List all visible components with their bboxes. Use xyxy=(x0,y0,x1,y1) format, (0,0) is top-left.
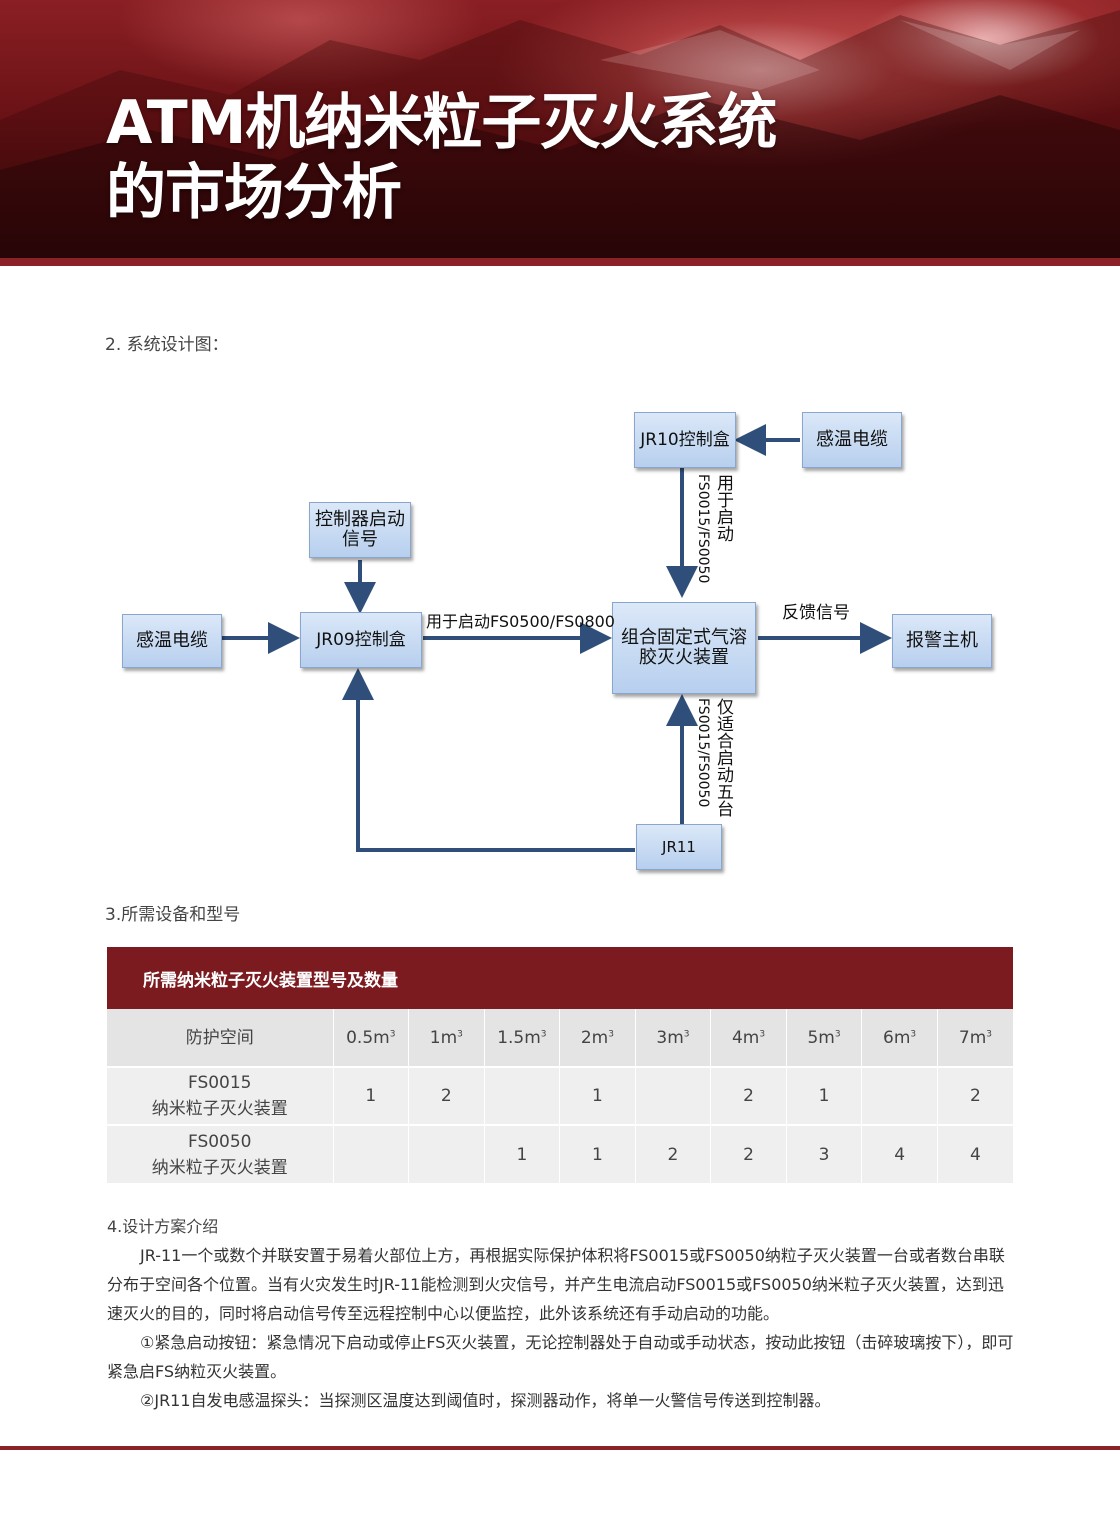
table-cell: 1 xyxy=(559,1124,636,1183)
label-top-start: 用于启动 xyxy=(713,474,733,542)
table-cell xyxy=(634,1066,711,1125)
label-feedback: 反馈信号 xyxy=(782,603,850,623)
jr11-box: JR11 xyxy=(636,824,722,870)
space-cell: 4m3 xyxy=(710,1009,787,1067)
space-cell: 3m3 xyxy=(634,1009,711,1067)
space-cell: 7m3 xyxy=(936,1009,1013,1067)
label-top-models: FS0015/FS0050 xyxy=(695,474,711,584)
table-cell: 2 xyxy=(634,1124,711,1183)
table-cell xyxy=(861,1066,938,1125)
footer-divider xyxy=(0,1446,1120,1450)
temp-cable-top: 感温电缆 xyxy=(802,412,902,468)
space-cell: 6m3 xyxy=(861,1009,938,1067)
table-cell xyxy=(332,1124,409,1183)
space-cell: 5m3 xyxy=(785,1009,862,1067)
label-bottom-start: 仅适合启动五台 xyxy=(713,698,733,817)
space-cell: 1.5m3 xyxy=(483,1009,560,1067)
header-banner: ATM机纳米粒子灭火系统的市场分析 xyxy=(0,0,1120,258)
table-cell: 2 xyxy=(710,1124,787,1183)
section-equipment: 3.所需设备和型号 xyxy=(105,905,241,925)
table-cell xyxy=(483,1066,560,1125)
page-title: ATM机纳米粒子灭火系统的市场分析 xyxy=(106,88,777,228)
table-cell: 3 xyxy=(785,1124,862,1183)
mountain-background xyxy=(0,10,1120,258)
space-cell: 1m3 xyxy=(408,1009,485,1067)
system-diagram: JR10控制盒 感温电缆 控制器启动信号 感温电缆 JR09控制盒 组合固定式气… xyxy=(110,400,1010,880)
header-divider xyxy=(0,258,1120,266)
table-header-row: 防护空间 0.5m3 1m3 1.5m3 2m3 3m3 4m3 5m3 6m3… xyxy=(107,1009,1013,1067)
combo-extinguisher: 组合固定式气溶胶灭火装置 xyxy=(612,602,756,694)
label-bottom-models: FS0015/FS0050 xyxy=(695,698,711,808)
table-cell xyxy=(408,1124,485,1183)
header-protect-space: 防护空间 xyxy=(107,1009,333,1067)
design-intro: 4.设计方案介绍 JR-11一个或数个并联安置于易着火部位上方，再根据实际保护体… xyxy=(107,1212,1017,1415)
table-cell: 1 xyxy=(332,1066,409,1125)
intro-paragraph-2: ①紧急启动按钮：紧急情况下启动或停止FS灭火装置，无论控制器处于自动或手动状态，… xyxy=(107,1333,1014,1381)
model-quantity-table: 防护空间 0.5m3 1m3 1.5m3 2m3 3m3 4m3 5m3 6m3… xyxy=(107,1009,1013,1183)
table-cell: 4 xyxy=(936,1124,1013,1183)
alarm-host: 报警主机 xyxy=(892,614,992,668)
table-cell: 2 xyxy=(408,1066,485,1125)
space-cell: 2m3 xyxy=(559,1009,636,1067)
intro-paragraph-3: ②JR11自发电感温探头：当探测区温度达到阈值时，探测器动作，将单一火警信号传送… xyxy=(140,1391,831,1410)
table-cell: 2 xyxy=(710,1066,787,1125)
table-cell: 1 xyxy=(483,1124,560,1183)
controller-start-signal: 控制器启动信号 xyxy=(309,502,411,558)
table-title: 所需纳米粒子灭火装置型号及数量 xyxy=(107,947,1013,1009)
intro-paragraph-1: JR-11一个或数个并联安置于易着火部位上方，再根据实际保护体积将FS0015或… xyxy=(107,1246,1005,1323)
equipment-table: 所需纳米粒子灭火装置型号及数量 防护空间 0.5m3 1m3 1.5m3 2m3… xyxy=(107,947,1013,1183)
table-cell: 4 xyxy=(861,1124,938,1183)
space-cell: 0.5m3 xyxy=(332,1009,409,1067)
section-intro-title: 4.设计方案介绍 xyxy=(107,1217,219,1236)
section-design-diagram: 2. 系统设计图： xyxy=(105,335,229,355)
temp-cable-left: 感温电缆 xyxy=(122,614,222,668)
table-cell: 2 xyxy=(936,1066,1013,1125)
table-cell: 1 xyxy=(559,1066,636,1125)
label-start-fs0500: 用于启动FS0500/FS0800 xyxy=(426,612,615,631)
jr10-control-box: JR10控制盒 xyxy=(634,412,736,468)
diagram-connectors xyxy=(222,424,892,852)
jr09-control-box: JR09控制盒 xyxy=(300,612,422,668)
table-cell: 1 xyxy=(785,1066,862,1125)
